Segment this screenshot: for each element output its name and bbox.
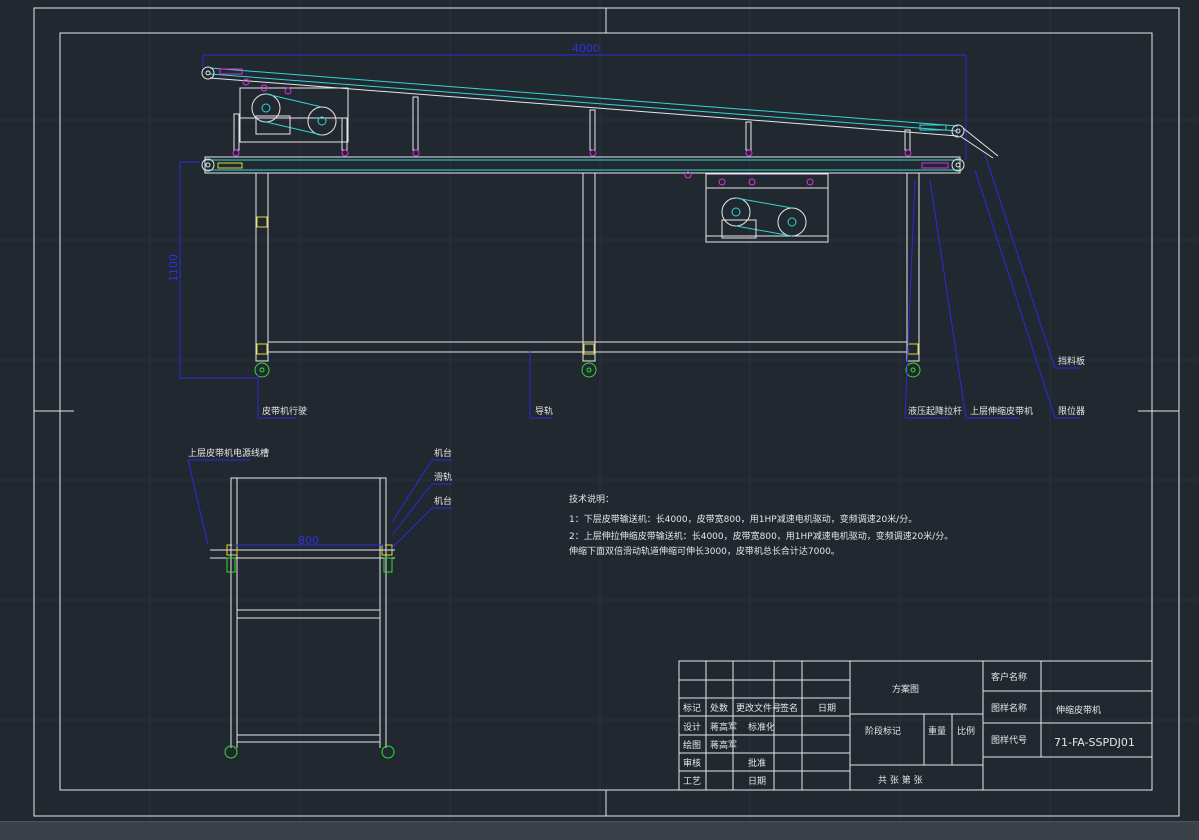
tb-code-label: 图样代号 bbox=[991, 734, 1027, 746]
tb-h-sign: 签名 bbox=[780, 702, 798, 714]
label-guard-plate: 挡料板 bbox=[1058, 355, 1085, 367]
tb-weight: 重量 bbox=[928, 725, 946, 737]
tb-h-file: 更改文件号 bbox=[736, 702, 781, 714]
notes-line2: 2：上层伸拉伸缩皮带输送机：长4000，皮带宽800，用1HP减速电机驱动，变频… bbox=[569, 530, 953, 542]
background-grid bbox=[0, 0, 1199, 821]
tb-h-date: 日期 bbox=[818, 703, 836, 714]
label-upper-belt-motor: 上层皮带机电源线槽 bbox=[188, 447, 269, 459]
tb-h-count: 处数 bbox=[710, 702, 728, 714]
label-conveyor-traveling: 皮带机行驶 bbox=[262, 405, 307, 417]
label-hydraulic-lift: 液压起降拉杆 bbox=[908, 405, 962, 417]
title-block: 标记 处数 更改文件号 签名 日期 设计 蒋高军 标准化 绘图 蒋高军 审核 批… bbox=[678, 660, 1153, 791]
tb-part-label: 图样名称 bbox=[991, 702, 1027, 714]
tb-customer-label: 客户名称 bbox=[991, 671, 1027, 683]
notes-title: 技术说明： bbox=[569, 493, 614, 505]
label-side-rail-3: 机台 bbox=[434, 495, 452, 507]
label-upper-belt: 上层伸缩皮带机 bbox=[970, 405, 1033, 417]
tb-h-mark: 标记 bbox=[683, 702, 701, 714]
tb-designer: 蒋高军 bbox=[710, 721, 737, 733]
dim-width: 800 bbox=[298, 534, 319, 547]
tb-review: 审核 bbox=[683, 757, 701, 769]
tb-drawing: 绘图 bbox=[683, 739, 701, 751]
tb-scale: 比例 bbox=[957, 725, 975, 737]
tb-standard: 标准化 bbox=[748, 721, 775, 733]
tb-approve: 批准 bbox=[748, 757, 766, 769]
tb-code-value: 71-FA-SSPDJ01 bbox=[1054, 736, 1135, 749]
tb-stage-mark: 阶段标记 bbox=[865, 725, 901, 737]
tb-drawer: 蒋高军 bbox=[710, 739, 737, 751]
tb-design: 设计 bbox=[683, 721, 701, 733]
tb-scheme: 方案图 bbox=[892, 683, 919, 695]
tb-part-value: 伸缩皮带机 bbox=[1056, 704, 1101, 716]
dim-height: 1100 bbox=[167, 254, 180, 282]
label-guide-rail: 导轨 bbox=[535, 405, 553, 417]
notes-line1: 1：下层皮带输送机：长4000，皮带宽800，用1HP减速电机驱动，变频调速20… bbox=[569, 513, 917, 525]
status-bar bbox=[0, 821, 1199, 840]
technical-notes: 技术说明： 1：下层皮带输送机：长4000，皮带宽800，用1HP减速电机驱动，… bbox=[569, 493, 953, 557]
tb-date2: 日期 bbox=[748, 776, 766, 787]
label-side-rail-2: 滑轨 bbox=[434, 471, 452, 483]
label-side-rail-1: 机台 bbox=[434, 447, 452, 459]
tb-process: 工艺 bbox=[683, 776, 701, 787]
notes-line3: 伸缩下面双倍滑动轨道伸缩可伸长3000，皮带机总长合计达7000。 bbox=[569, 545, 840, 557]
dim-total-length: 4000 bbox=[572, 42, 600, 55]
end-view: 800 上层皮带机电源线槽 机台 滑轨 机台 bbox=[187, 447, 452, 759]
label-limiter: 限位器 bbox=[1058, 405, 1085, 417]
tb-sheets: 共 张 第 张 bbox=[878, 774, 923, 786]
drawing-svg: 4000 bbox=[0, 0, 1199, 821]
side-view: 4000 bbox=[167, 42, 1085, 419]
